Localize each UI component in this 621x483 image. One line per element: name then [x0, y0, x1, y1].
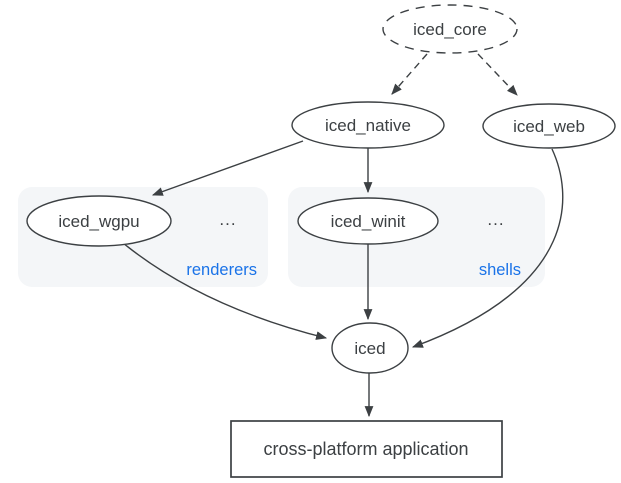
node-application-label: cross-platform application — [263, 439, 468, 459]
node-iced-wgpu-label: iced_wgpu — [58, 212, 139, 231]
group-renderers-ellipsis: ... — [219, 210, 236, 229]
edge-iced-web-to-iced — [411, 148, 564, 348]
node-iced-winit — [297, 197, 439, 245]
edge-iced-core-to-iced-native — [391, 53, 428, 95]
group-shells-ellipsis: ... — [487, 210, 504, 229]
edge-iced-core-to-iced-web — [477, 53, 518, 96]
node-iced-native-label: iced_native — [325, 116, 411, 135]
edge-iced-wgpu-to-iced — [122, 242, 328, 340]
node-iced-label: iced — [354, 339, 385, 358]
node-application-box — [230, 420, 503, 478]
node-iced-winit-label: iced_winit — [331, 212, 406, 231]
node-iced-core-label: iced_core — [413, 20, 487, 39]
group-shells-label: shells — [479, 261, 521, 279]
node-iced-native — [291, 101, 445, 149]
node-iced-web-label: iced_web — [513, 117, 585, 136]
edge-iced-native-to-iced-wgpu — [151, 140, 304, 196]
node-iced-core — [382, 4, 518, 54]
node-iced-web — [482, 103, 616, 149]
group-renderers-label: renderers — [186, 261, 257, 279]
node-iced-wgpu — [26, 195, 172, 247]
node-iced — [331, 322, 409, 374]
